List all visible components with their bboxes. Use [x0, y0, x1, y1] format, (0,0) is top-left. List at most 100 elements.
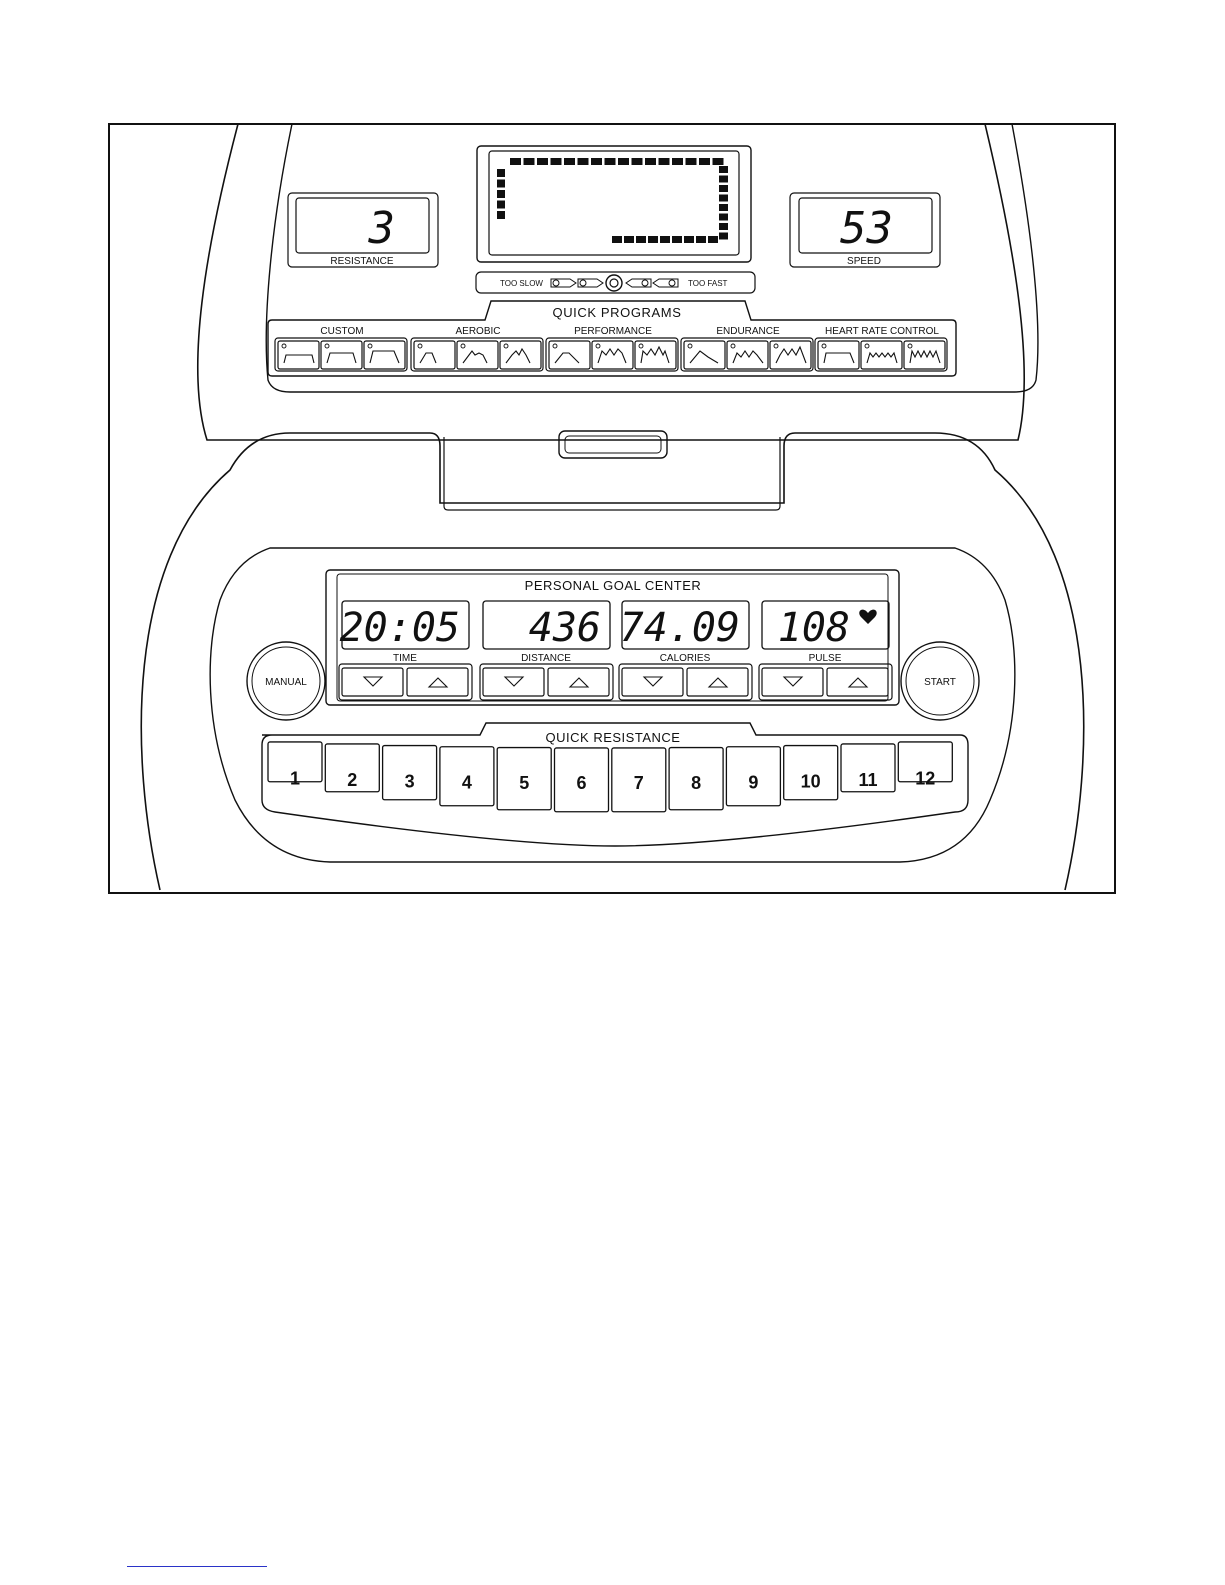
goal-displays: 20:05TIME436DISTANCE74.09CALORIES108PULS… — [339, 601, 892, 700]
quick-resistance-key-label: 10 — [801, 771, 821, 791]
program-button[interactable] — [727, 341, 768, 369]
program-button[interactable] — [457, 341, 498, 369]
increase-button[interactable] — [827, 668, 888, 696]
program-button[interactable] — [904, 341, 945, 369]
quick-resistance-key-3[interactable]: 3 — [383, 746, 437, 800]
increase-button[interactable] — [548, 668, 609, 696]
program-button[interactable] — [278, 341, 319, 369]
increase-button[interactable] — [687, 668, 748, 696]
program-button[interactable] — [321, 341, 362, 369]
decrease-button[interactable] — [483, 668, 544, 696]
quick-resistance-key-5[interactable]: 5 — [497, 748, 551, 810]
quick-resistance-key-label: 7 — [634, 773, 644, 793]
goal-display-value: 436 — [529, 605, 601, 651]
goal-display-value: 74.09 — [620, 605, 740, 651]
quick-resistance-key-label: 1 — [290, 769, 300, 789]
matrix-bar — [510, 158, 521, 165]
quick-resistance-key-7[interactable]: 7 — [612, 748, 666, 812]
center-slot — [559, 431, 667, 458]
matrix-bar — [719, 195, 728, 202]
increase-button[interactable] — [407, 668, 468, 696]
quick-resistance-key-1[interactable]: 1 — [268, 742, 322, 789]
matrix-bar — [659, 158, 670, 165]
quick-resistance-key-4[interactable]: 4 — [440, 747, 494, 806]
quick-resistance-key-label: 12 — [915, 769, 935, 789]
program-button[interactable] — [770, 341, 811, 369]
quick-resistance-key-label: 8 — [691, 773, 701, 793]
quick-resistance-key-10[interactable]: 10 — [784, 746, 838, 800]
quick-resistance-key-label: 5 — [519, 773, 529, 793]
decrease-button[interactable] — [342, 668, 403, 696]
quick-resistance-key-11[interactable]: 11 — [841, 744, 895, 792]
speed-label: SPEED — [847, 256, 881, 267]
program-button[interactable] — [818, 341, 859, 369]
matrix-bar — [719, 166, 728, 173]
matrix-bar — [719, 204, 728, 211]
goal-calories: 74.09CALORIES — [619, 601, 752, 700]
decrease-button[interactable] — [622, 668, 683, 696]
matrix-bar — [648, 236, 658, 243]
program-group-label: CUSTOM — [320, 326, 363, 337]
matrix-bar — [672, 158, 683, 165]
program-button[interactable] — [592, 341, 633, 369]
program-button[interactable] — [684, 341, 725, 369]
quick-resistance-key-label: 11 — [858, 770, 877, 790]
start-button[interactable]: START — [901, 642, 979, 720]
matrix-bar — [497, 190, 505, 198]
goal-display-value: 20:05 — [340, 605, 460, 651]
start-label: START — [924, 677, 956, 688]
center-notch — [444, 437, 780, 510]
quick-resistance-key-6[interactable]: 6 — [555, 748, 609, 812]
matrix-bar — [699, 158, 710, 165]
quick-resistance-key-label: 3 — [405, 771, 415, 791]
matrix-bar — [660, 236, 670, 243]
resistance-label: RESISTANCE — [330, 256, 393, 267]
program-group-heart-rate-control: HEART RATE CONTROL — [815, 326, 947, 371]
resistance-display — [296, 198, 429, 253]
quick-resistance-key-label: 9 — [748, 772, 758, 792]
matrix-bar — [713, 158, 724, 165]
matrix-bar — [719, 223, 728, 230]
decrease-button[interactable] — [762, 668, 823, 696]
quick-resistance-key-2[interactable]: 2 — [325, 744, 379, 792]
matrix-bar — [719, 214, 728, 221]
program-group-label: AEROBIC — [455, 326, 500, 337]
quick-resistance-key-label: 4 — [462, 772, 472, 792]
goal-center-title: PERSONAL GOAL CENTER — [525, 578, 702, 593]
matrix-bar — [497, 211, 505, 219]
speed-value: 53 — [840, 203, 893, 254]
pace-right-arrow-icon — [626, 279, 678, 287]
program-button[interactable] — [414, 341, 455, 369]
matrix-bar — [618, 158, 629, 165]
program-button[interactable] — [500, 341, 541, 369]
quick-resistance-key-8[interactable]: 8 — [669, 748, 723, 810]
resistance-value: 3 — [368, 203, 396, 254]
footer-link-underline — [127, 1566, 267, 1567]
manual-button[interactable]: MANUAL — [247, 642, 325, 720]
heart-icon — [859, 610, 876, 624]
quick-resistance-key-12[interactable]: 12 — [898, 742, 952, 789]
pace-left-arrow-icon — [551, 279, 603, 287]
matrix-bar — [564, 158, 575, 165]
matrix-bar — [524, 158, 535, 165]
manual-label: MANUAL — [265, 677, 307, 688]
matrix-bar — [497, 169, 505, 177]
matrix-bar — [497, 201, 505, 209]
program-button[interactable] — [549, 341, 590, 369]
program-group-endurance: ENDURANCE — [681, 326, 813, 371]
quick-resistance-title: QUICK RESISTANCE — [546, 730, 681, 745]
matrix-bar-pattern — [497, 158, 728, 243]
program-group-label: PERFORMANCE — [574, 326, 652, 337]
program-group-label: ENDURANCE — [716, 326, 780, 337]
program-button[interactable] — [861, 341, 902, 369]
program-button[interactable] — [635, 341, 676, 369]
quick-resistance-key-label: 6 — [576, 773, 586, 793]
quick-resistance-key-9[interactable]: 9 — [726, 747, 780, 806]
goal-display-label: TIME — [393, 653, 417, 664]
matrix-bar — [578, 158, 589, 165]
program-button[interactable] — [364, 341, 405, 369]
